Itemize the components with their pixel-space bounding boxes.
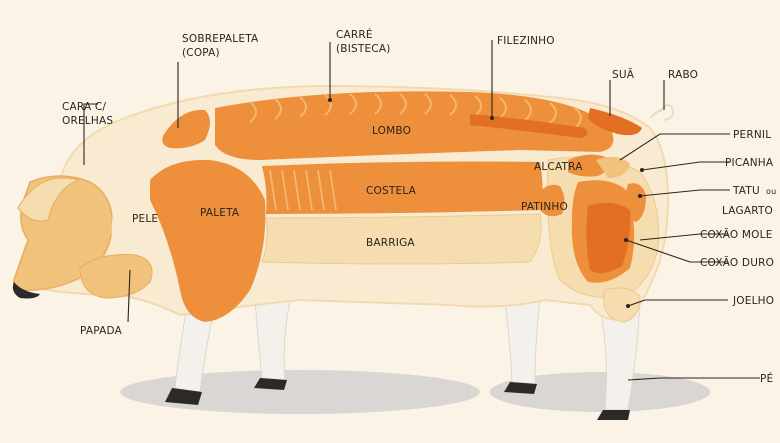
label-joelho: JOELHO [732,295,774,307]
label-carre-2: (BISTECA) [336,43,391,55]
label-carre-1: CARRÉ [336,28,373,41]
label-papada: PAPADA [80,325,123,337]
label-costela: COSTELA [366,185,417,197]
label-cara-2: ORELHAS [62,115,113,127]
label-cara-1: CARA C/ [62,101,106,113]
label-tatu-ou: ou [766,187,776,196]
label-sobrepaleta-1: SOBREPALETA [182,33,259,45]
label-coxao-duro: COXÃO DURO [700,256,774,269]
label-coxao-mole: COXÃO MOLE [700,228,773,241]
label-pele: PELE [132,213,158,225]
hoof-back-left [504,382,537,394]
label-lombo: LOMBO [372,125,411,137]
label-paleta: PALETA [200,207,240,219]
leg-front-right [255,300,290,380]
hoof-front-right [254,378,287,390]
label-pernil: PERNIL [733,129,771,141]
label-patinho: PATINHO [521,201,568,213]
label-pe: PÉ [760,372,773,385]
label-tatu: TATU [732,185,760,197]
label-filezinho: FILEZINHO [497,35,555,47]
label-sobrepaleta-2: (COPA) [182,47,220,59]
label-barriga: BARRIGA [366,237,415,249]
label-lagarto: LAGARTO [722,205,773,217]
label-picanha: PICANHA [725,157,774,169]
leg-back-left [505,300,540,384]
label-alcatra: ALCATRA [534,161,583,173]
label-sua: SUÃ [612,68,635,81]
pig-tail [650,105,673,120]
label-rabo: RABO [668,69,698,81]
